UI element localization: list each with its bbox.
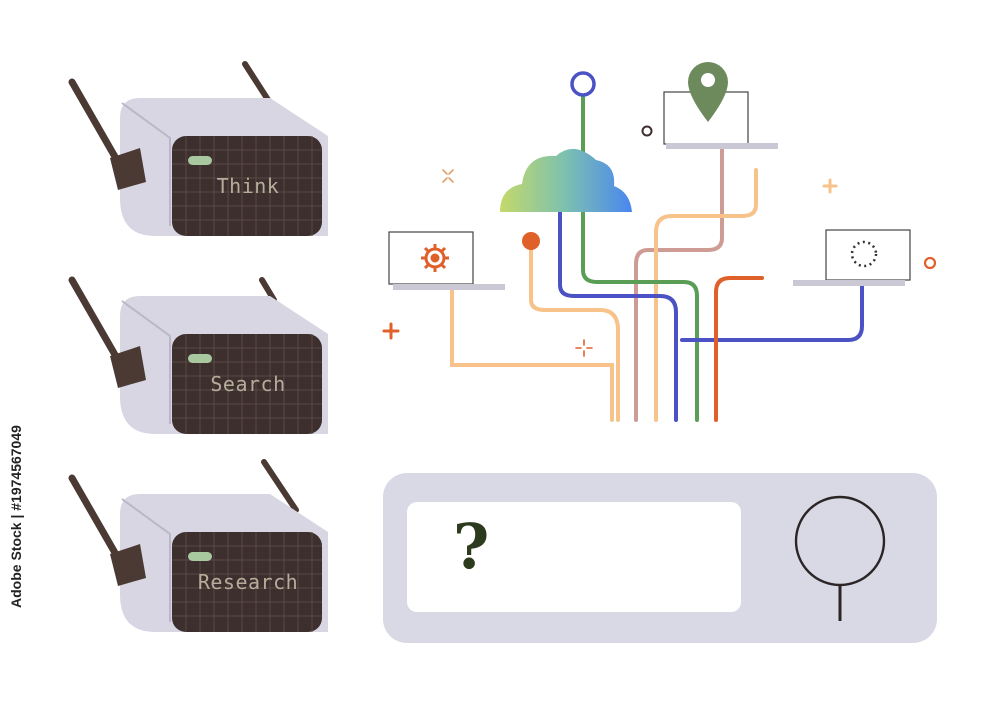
device-research: Research (60, 454, 360, 654)
laptop-loading (793, 229, 911, 286)
search-panel: ? (383, 473, 937, 643)
laptop-gear (388, 231, 505, 290)
cable-peach-right (654, 168, 758, 422)
orange-dot-icon (522, 232, 540, 250)
sparkle-decorations (382, 125, 937, 357)
ring-node-icon (570, 71, 596, 97)
device-think: Think (60, 58, 360, 258)
cable-mauve (634, 148, 724, 422)
laptop-location (663, 62, 778, 149)
device-body (68, 61, 328, 236)
question-mark: ? (453, 510, 490, 583)
cable-peach-left (450, 288, 614, 422)
cloud-icon (500, 148, 632, 212)
cable-orange-dot (529, 239, 620, 422)
side-text: Adobe Stock | #1974567049 (8, 425, 24, 608)
location-pin-icon (688, 62, 728, 122)
cable-green (581, 95, 699, 422)
screen-label: Research (197, 570, 299, 594)
device-search: Search (60, 256, 360, 456)
screen-label: Think (216, 174, 280, 198)
status-led (188, 552, 212, 561)
screen-label: Search (210, 372, 286, 396)
status-led (188, 156, 212, 165)
gear-icon (421, 244, 449, 272)
cable-blue-right (680, 283, 864, 342)
cable-orange (714, 276, 764, 422)
magnifier-icon[interactable] (787, 493, 897, 623)
device-body (68, 459, 328, 632)
status-led (188, 354, 212, 363)
search-input[interactable]: ? (407, 502, 741, 612)
loading-ring-icon (850, 240, 878, 268)
device-body (68, 276, 328, 434)
cable-blue-cloud (558, 203, 678, 422)
